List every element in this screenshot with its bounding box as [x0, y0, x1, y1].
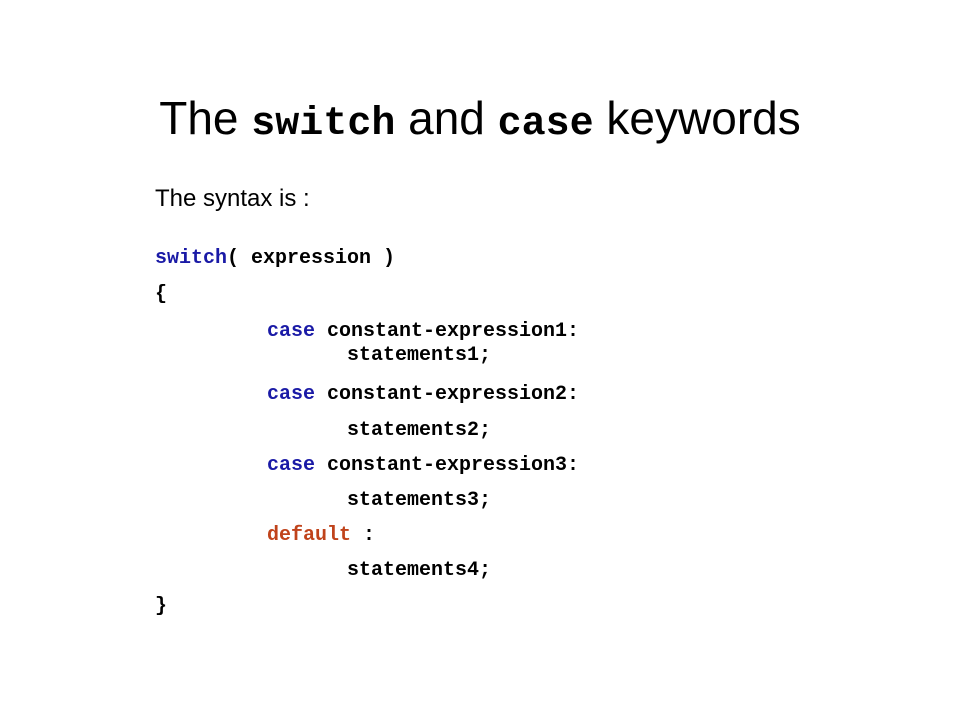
case2-keyword: case — [267, 383, 316, 406]
title-text-3: keywords — [593, 91, 801, 144]
case3-expression: constant-expression3: — [315, 454, 580, 477]
code-line-statements3: statements3; — [347, 489, 492, 512]
switch-keyword: switch — [155, 247, 228, 270]
slide-title: The switch and case keywords — [0, 87, 960, 156]
case2-expression: constant-expression2: — [315, 383, 580, 406]
code-line-switch: switch( expression ) — [155, 247, 395, 271]
title-text-2: and — [395, 91, 498, 144]
code-block: switch( expression ) { case constant-exp… — [155, 0, 915, 720]
code-line-case3: case constant-expression3: — [267, 454, 579, 478]
code-line-statements4: statements4; — [347, 559, 492, 582]
title-keyword-switch: switch — [251, 101, 396, 147]
code-line-close-brace: } — [155, 595, 168, 618]
default-keyword: default — [267, 524, 352, 547]
case1-keyword: case — [267, 320, 316, 343]
switch-expression: ( expression ) — [227, 247, 396, 270]
default-colon: : — [351, 524, 376, 547]
code-line-default: default : — [267, 524, 375, 548]
code-line-case1: case constant-expression1: — [267, 320, 579, 344]
title-keyword-case: case — [497, 101, 594, 147]
case1-expression: constant-expression1: — [315, 320, 580, 343]
code-line-statements1: statements1; — [347, 344, 492, 367]
code-line-statements2: statements2; — [347, 419, 492, 442]
code-line-open-brace: { — [155, 283, 168, 306]
title-text-1: The — [159, 91, 252, 144]
case3-keyword: case — [267, 454, 316, 477]
code-line-case2: case constant-expression2: — [267, 383, 579, 407]
syntax-intro: The syntax is : — [155, 185, 310, 212]
